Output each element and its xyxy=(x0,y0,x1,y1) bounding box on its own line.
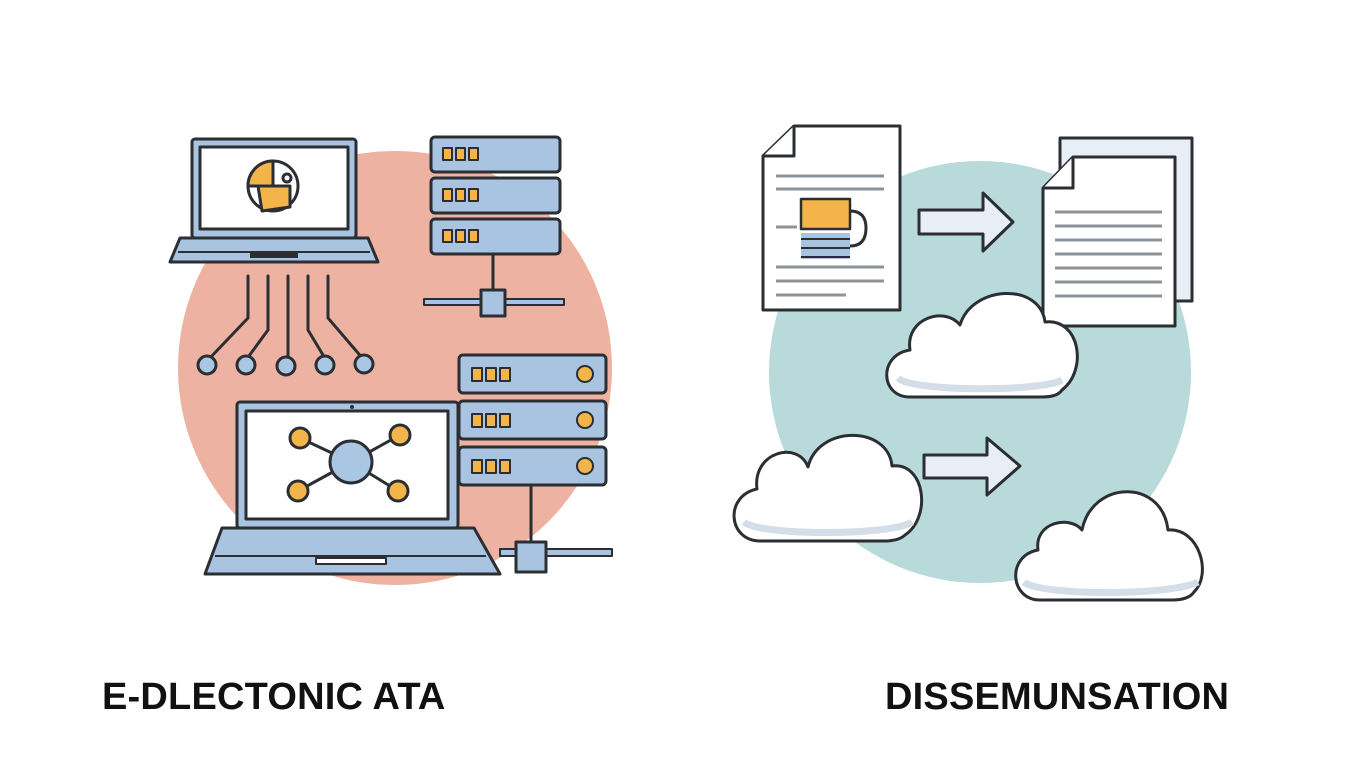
server-rack-icon xyxy=(423,135,565,318)
network-nodes-icon xyxy=(196,274,375,377)
document-icon xyxy=(1041,136,1194,328)
cloud-icon xyxy=(732,434,924,543)
server-rack-icon xyxy=(457,353,613,574)
left-caption: E-DLECTONIC ATA xyxy=(102,676,446,718)
document-icon xyxy=(761,124,902,312)
network-graph-icon xyxy=(286,423,412,503)
arrow-right-icon xyxy=(922,436,1022,497)
arrow-right-icon xyxy=(917,191,1015,253)
cloud-icon xyxy=(1014,490,1204,602)
cloud-icon xyxy=(885,292,1079,399)
pie-chart-icon xyxy=(246,159,300,213)
right-caption: DISSEMUNSATION xyxy=(885,676,1230,718)
laptop-icon xyxy=(203,400,502,576)
